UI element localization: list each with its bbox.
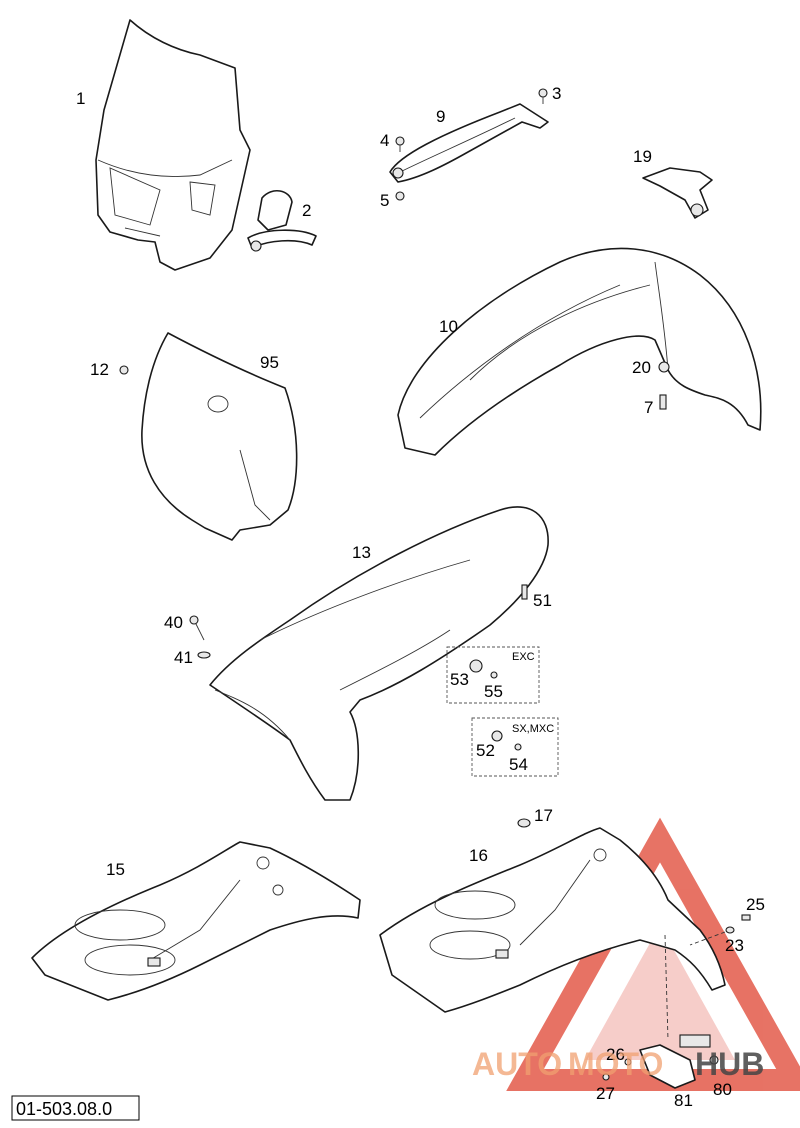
screw-26-27 [602, 1058, 632, 1081]
callout-41: 41 [174, 648, 193, 667]
callout-5: 5 [380, 191, 389, 210]
callout-51: 51 [533, 591, 552, 610]
exc-label: EXC [512, 651, 535, 663]
callout-4: 4 [380, 131, 389, 150]
nut-17 [517, 818, 531, 828]
sx-mxc-label: SX,MXC [512, 723, 554, 735]
nut-20 [658, 361, 670, 373]
callout-13: 13 [352, 543, 371, 562]
screw-7 [659, 394, 667, 410]
exc-parts-box: EXC [446, 646, 540, 704]
diagram-code-box: 01-503.08.0 [11, 1095, 140, 1121]
callout-labels: 1 2 3 4 5 7 9 10 12 13 15 16 17 19 20 23… [76, 84, 765, 1110]
part-9-cover [389, 103, 549, 183]
sx-mxc-parts-box: SX,MXC [471, 717, 559, 777]
part-19-bracket [642, 167, 713, 219]
watermark-moto: MOTO [568, 1046, 663, 1082]
part-2-bracket [247, 190, 317, 252]
callout-27: 27 [596, 1084, 615, 1103]
callout-80: 80 [713, 1080, 732, 1099]
callout-40: 40 [164, 613, 183, 632]
callout-17: 17 [534, 806, 553, 825]
callout-3: 3 [552, 84, 561, 103]
callout-26: 26 [606, 1045, 625, 1064]
callout-9: 9 [436, 107, 445, 126]
callout-52: 52 [476, 741, 495, 760]
screw-51 [521, 584, 528, 600]
callout-7: 7 [644, 398, 653, 417]
callout-16: 16 [469, 846, 488, 865]
watermark-hub: HUB [695, 1046, 764, 1082]
callout-12: 12 [90, 360, 109, 379]
screw-12 [119, 365, 129, 375]
washer-41 [197, 651, 211, 659]
watermark-auto: AUTO [472, 1046, 562, 1082]
callout-19: 19 [633, 147, 652, 166]
callout-23: 23 [725, 936, 744, 955]
callout-54: 54 [509, 755, 528, 774]
part-10-front-fender [397, 247, 762, 456]
screw-3 [538, 88, 548, 104]
callout-20: 20 [632, 358, 651, 377]
part-13-rear-fender [209, 506, 549, 801]
part-16-side-cover [379, 827, 726, 1041]
bolt-40 [189, 615, 205, 641]
nut-5 [395, 191, 405, 201]
screw-4 [395, 136, 405, 152]
callout-81: 81 [674, 1091, 693, 1110]
callout-95: 95 [260, 353, 279, 372]
diagram-code: 01-503.08.0 [16, 1099, 112, 1119]
callout-10: 10 [439, 317, 458, 336]
part-1-headlight-mask [95, 19, 251, 271]
callout-2: 2 [302, 201, 311, 220]
callout-53: 53 [450, 670, 469, 689]
callout-25: 25 [746, 895, 765, 914]
watermark-text: AUTO MOTO HUB [472, 1046, 764, 1082]
part-15-side-cover [31, 841, 361, 1001]
watermark-inner-triangle [585, 925, 735, 1060]
washer-23 [725, 926, 735, 934]
bracket-80-81 [639, 1034, 719, 1089]
screw-25 [741, 914, 751, 921]
callout-15: 15 [106, 860, 125, 879]
callout-55: 55 [484, 682, 503, 701]
callout-1: 1 [76, 89, 85, 108]
part-95-number-plate [141, 332, 298, 541]
